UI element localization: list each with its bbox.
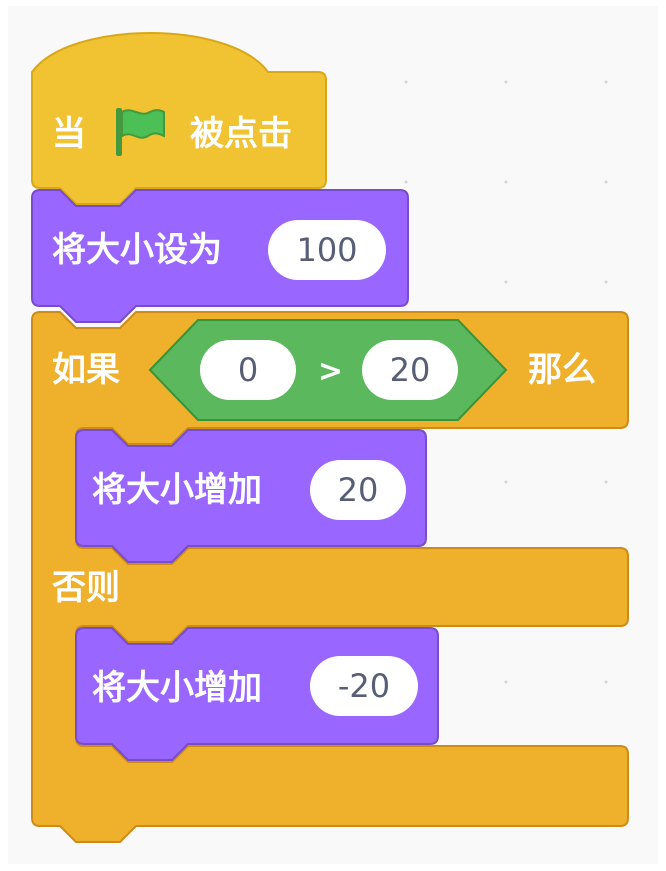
when-label: 当 — [52, 114, 86, 154]
set-size-label: 将大小设为 — [52, 230, 222, 270]
when-flag-clicked-block-shape[interactable] — [31, 32, 327, 205]
clicked-label: 被点击 — [190, 114, 292, 154]
change-size-value-input-2[interactable]: -20 — [310, 656, 418, 716]
condition-left-input[interactable]: 0 — [200, 340, 296, 400]
if-else-block-shape[interactable] — [31, 311, 629, 843]
change-size-value-input-1[interactable]: 20 — [310, 460, 406, 520]
else-label: 否则 — [52, 568, 120, 608]
green-flag-icon — [116, 108, 165, 156]
change-size-label-1: 将大小增加 — [92, 470, 262, 510]
change-size-label-2: 将大小增加 — [92, 668, 262, 708]
greater-than-symbol: > — [318, 354, 344, 389]
then-label: 那么 — [528, 350, 596, 390]
set-size-value-input[interactable]: 100 — [268, 220, 386, 280]
if-label: 如果 — [52, 350, 120, 390]
condition-right-input[interactable]: 20 — [362, 340, 458, 400]
